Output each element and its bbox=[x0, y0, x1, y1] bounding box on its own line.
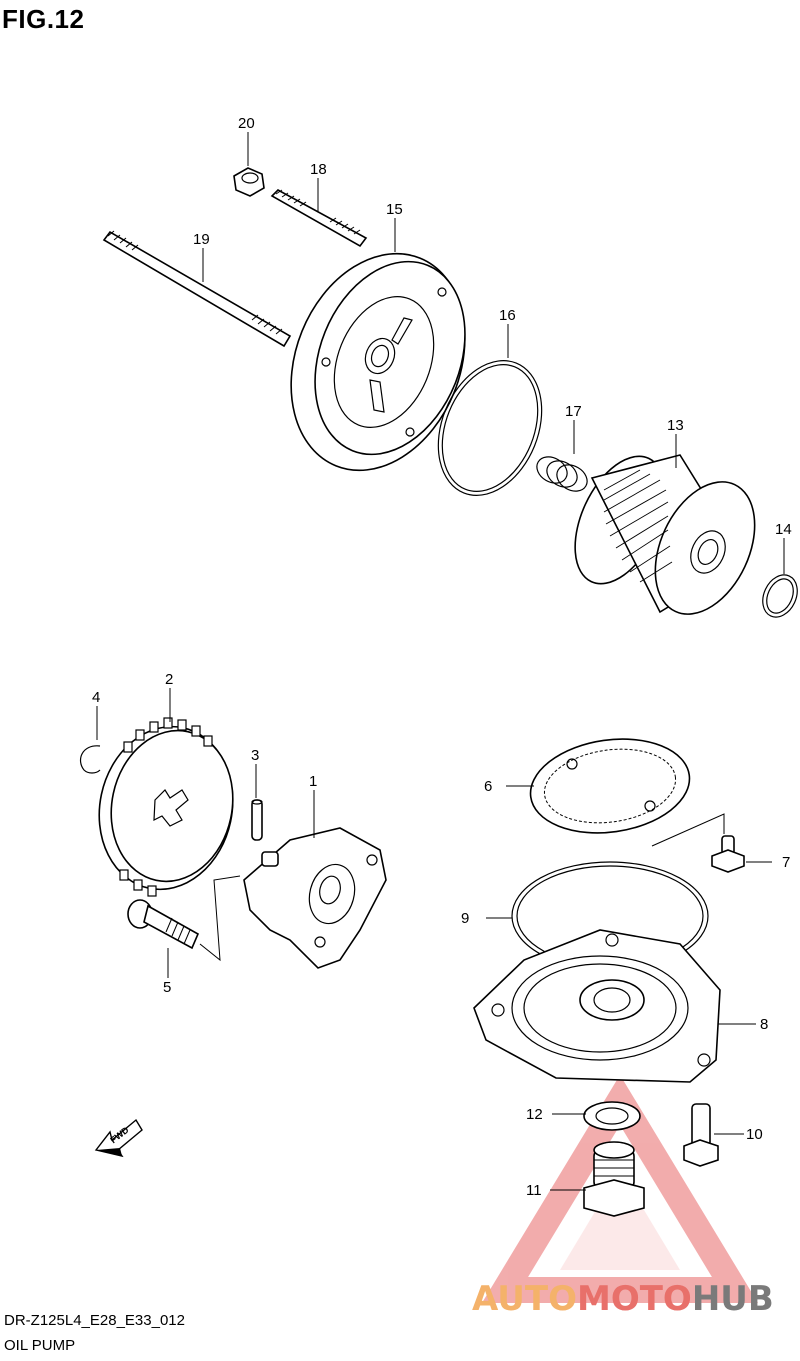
part-7-bolt[interactable] bbox=[711, 835, 745, 873]
part-13-oil-filter-element[interactable] bbox=[557, 442, 775, 630]
part-4-circlip[interactable] bbox=[79, 745, 101, 774]
part-8-strainer-cap[interactable] bbox=[473, 929, 721, 1083]
part-14-o-ring-small[interactable] bbox=[756, 569, 800, 622]
callout-8: 8 bbox=[760, 1016, 768, 1033]
callout-17: 17 bbox=[565, 403, 582, 420]
part-20-nut[interactable] bbox=[233, 167, 265, 197]
callout-13: 13 bbox=[667, 417, 684, 434]
part-1-oil-pump-body[interactable] bbox=[243, 827, 387, 969]
part-12-washer[interactable] bbox=[583, 1101, 641, 1131]
callout-4: 4 bbox=[92, 689, 100, 706]
watermark-part-1: AUTO bbox=[472, 1279, 577, 1319]
figure-title: FIG.12 bbox=[2, 4, 85, 34]
callout-3: 3 bbox=[251, 747, 259, 764]
callout-1: 1 bbox=[309, 773, 317, 790]
callout-14: 14 bbox=[775, 521, 792, 538]
watermark-part-2: MOTO bbox=[577, 1279, 692, 1319]
callout-5: 5 bbox=[163, 979, 171, 996]
callout-20: 20 bbox=[238, 115, 255, 132]
part-18-stud-bolt[interactable] bbox=[270, 189, 368, 248]
part-6-oil-strainer[interactable] bbox=[524, 729, 695, 842]
part-2-oil-pump-gear[interactable] bbox=[84, 714, 247, 902]
part-5-bolt[interactable] bbox=[127, 899, 200, 950]
callout-2: 2 bbox=[165, 671, 173, 688]
callout-11: 11 bbox=[526, 1182, 542, 1199]
callout-12: 12 bbox=[526, 1106, 543, 1123]
callout-7: 7 bbox=[782, 854, 790, 871]
part-16-o-ring[interactable] bbox=[419, 345, 560, 511]
part-11-drain-plug[interactable] bbox=[583, 1141, 645, 1217]
callout-19: 19 bbox=[193, 231, 210, 248]
callout-16: 16 bbox=[499, 307, 516, 324]
part-15-oil-filter-cap[interactable] bbox=[260, 227, 496, 496]
callout-10: 10 bbox=[746, 1126, 763, 1143]
footer-model-code: DR-Z125L4_E28_E33_012 bbox=[4, 1312, 185, 1329]
part-10-bolt[interactable] bbox=[683, 1103, 719, 1167]
footer-section-name: OIL PUMP bbox=[4, 1337, 76, 1354]
callout-18: 18 bbox=[310, 161, 327, 178]
part-17-spring[interactable] bbox=[532, 452, 592, 497]
callout-6: 6 bbox=[484, 778, 492, 795]
watermark-part-3: HUB bbox=[692, 1279, 774, 1319]
part-19-long-bolt[interactable] bbox=[102, 230, 292, 348]
callout-9: 9 bbox=[461, 910, 469, 927]
callout-15: 15 bbox=[386, 201, 403, 218]
watermark-logo-triangle bbox=[481, 1074, 759, 1303]
fwd-arrow-icon: FWD bbox=[94, 1118, 143, 1158]
part-3-dowel-pin[interactable] bbox=[251, 799, 263, 841]
watermark-text: AUTOMOTOHUB bbox=[472, 1279, 774, 1319]
